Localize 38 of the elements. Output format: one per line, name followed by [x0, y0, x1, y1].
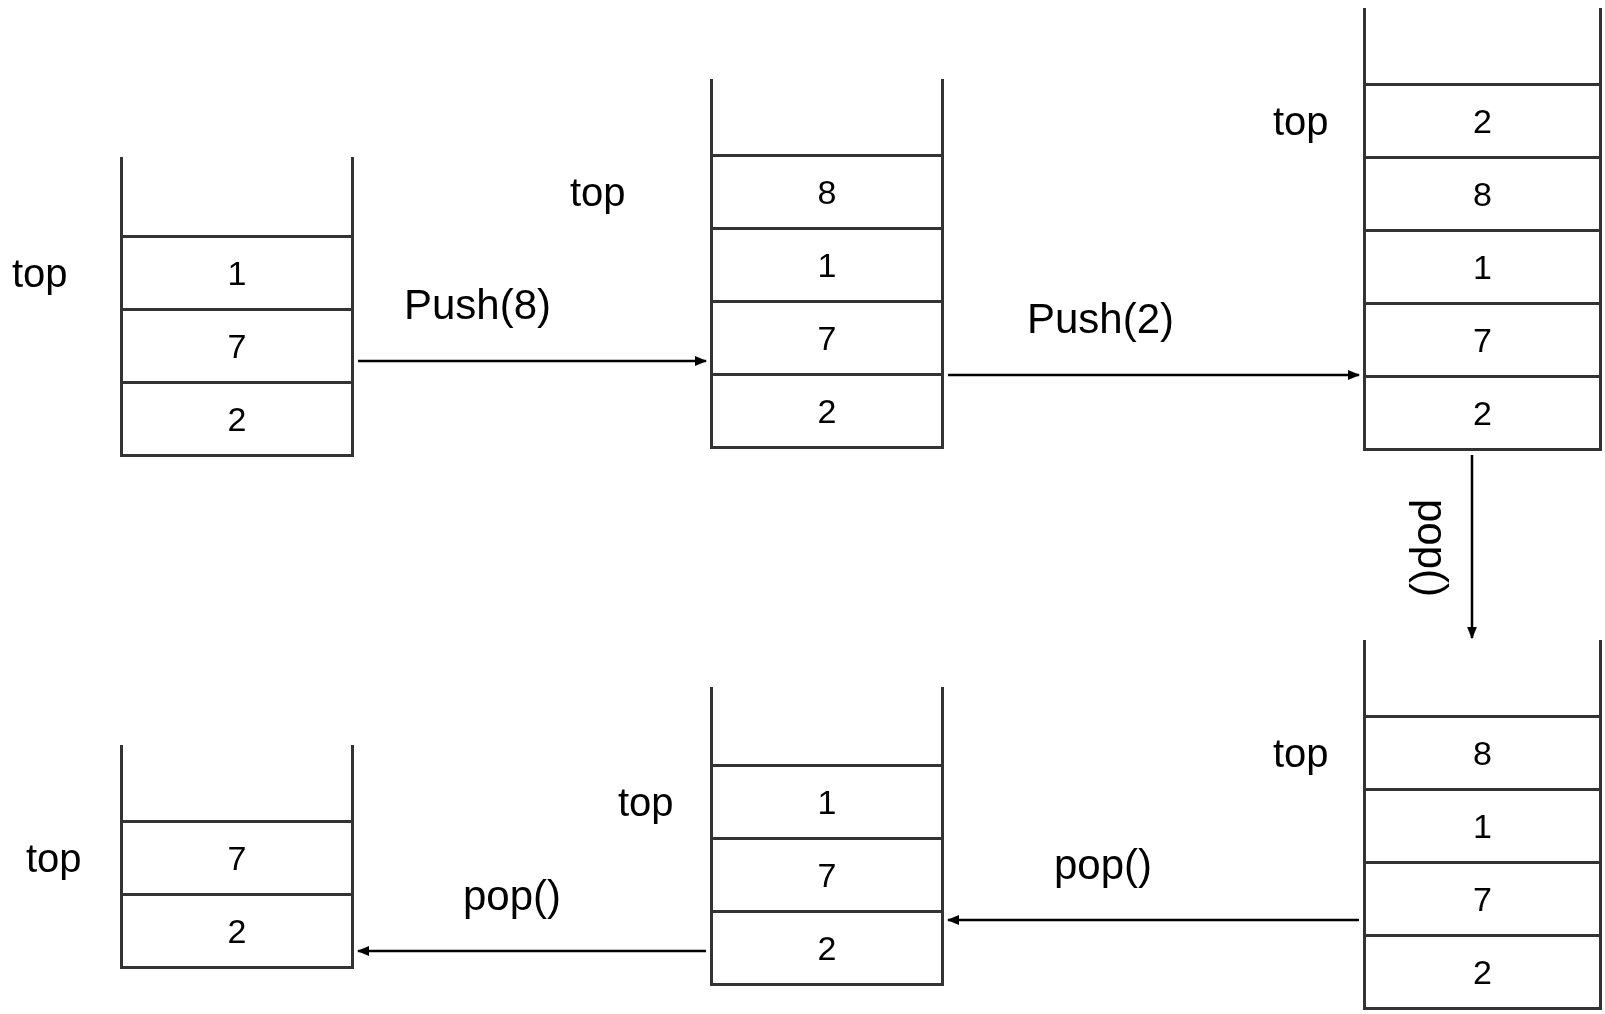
top-pointer-label: top	[26, 835, 82, 880]
stack-cell: 2	[123, 893, 351, 966]
stack-container	[710, 79, 944, 449]
stack-cell: 7	[713, 300, 941, 373]
stack-cell: 7	[713, 837, 941, 910]
stack-cell: 7	[1366, 302, 1599, 375]
stack-cell: 1	[713, 227, 941, 300]
stack-cell: 1	[1366, 229, 1599, 302]
arrow	[358, 356, 708, 366]
stack-container	[1363, 640, 1602, 1010]
stack-container	[1363, 8, 1602, 451]
stack-cell: 8	[713, 154, 941, 227]
stack-cell: 7	[123, 820, 351, 893]
top-pointer-label: top	[12, 250, 68, 295]
stack-cell: 7	[123, 308, 351, 381]
stack-cell: 2	[713, 373, 941, 446]
stack-cell: 1	[713, 764, 941, 837]
arrow	[948, 370, 1361, 380]
stack-cell: 2	[123, 381, 351, 454]
stack-container	[710, 687, 944, 986]
top-pointer-label: top	[1273, 730, 1329, 775]
arrow	[1467, 455, 1477, 640]
stack-cell: 8	[1366, 715, 1599, 788]
stack-cell: 7	[1366, 861, 1599, 934]
stack-container	[120, 745, 354, 969]
top-pointer-label: top	[618, 779, 674, 824]
top-pointer-label: top	[570, 169, 626, 214]
stack-cell: 1	[123, 235, 351, 308]
stack-cell: 2	[1366, 934, 1599, 1007]
stack-cell: 2	[1366, 375, 1599, 448]
stack-cell: 2	[713, 910, 941, 983]
arrow	[356, 946, 706, 956]
stack-cell: 8	[1366, 156, 1599, 229]
stack-cell: 2	[1366, 83, 1599, 156]
arrow	[946, 915, 1359, 925]
stack-container	[120, 157, 354, 457]
top-pointer-label: top	[1273, 98, 1329, 143]
stack-cell: 1	[1366, 788, 1599, 861]
